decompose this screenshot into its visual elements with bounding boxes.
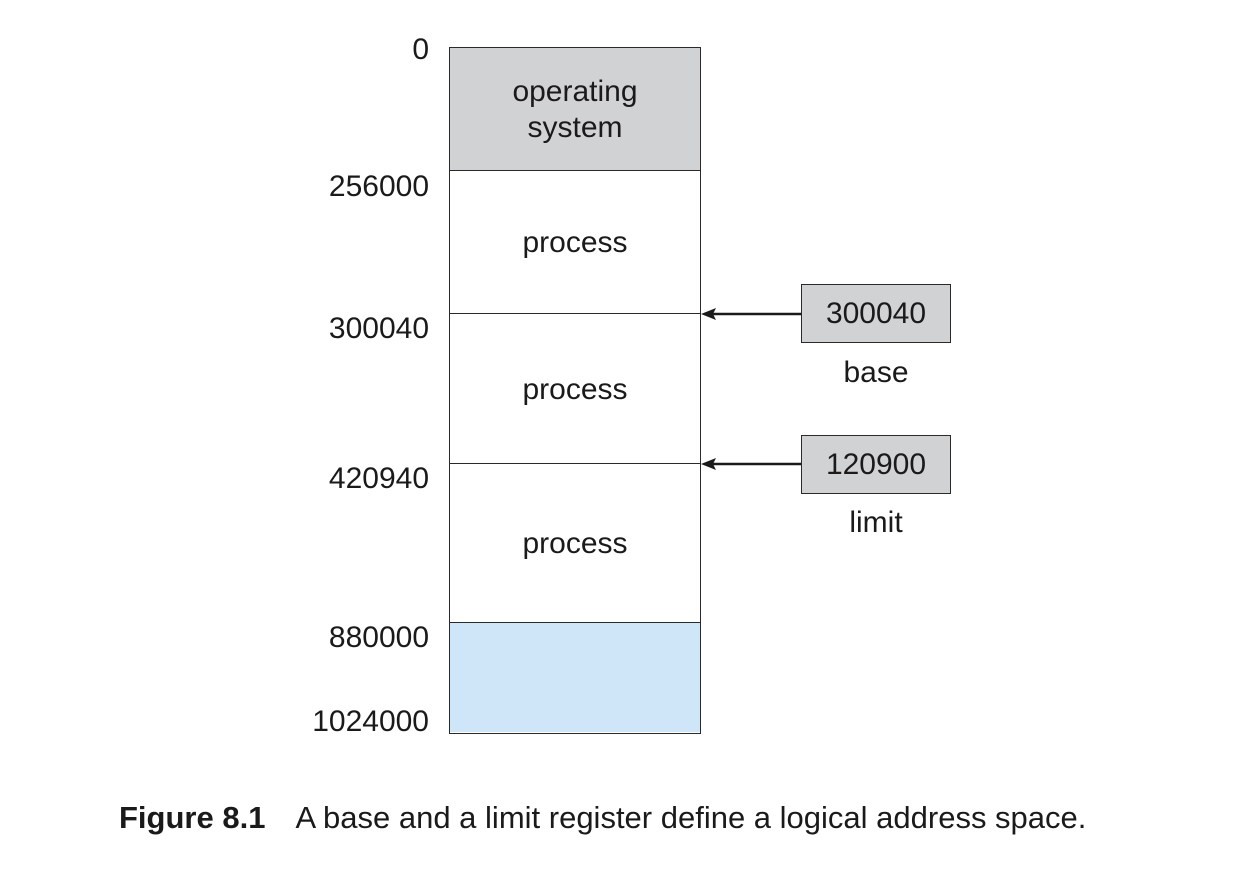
process-block-3: process	[450, 463, 700, 623]
limit-arrow	[701, 458, 801, 470]
address-label-420940: 420940	[328, 462, 429, 495]
base-register-label: base	[843, 356, 909, 389]
memory-column: operating system process process process	[449, 47, 701, 734]
limit-register-value: 120900	[825, 447, 927, 481]
address-label-256000: 256000	[328, 170, 429, 203]
address-label-1024000: 1024000	[312, 705, 429, 738]
address-label-300040: 300040	[328, 312, 429, 345]
figure-caption: Figure 8.1 A base and a limit register de…	[119, 799, 1086, 837]
process-block-1: process	[450, 170, 700, 314]
process-label-2: process	[522, 372, 628, 406]
base-arrow	[701, 308, 801, 320]
figure-number: Figure 8.1	[119, 800, 266, 835]
figure-caption-text: A base and a limit register define a log…	[295, 800, 1087, 835]
process-label-1: process	[522, 225, 628, 259]
process-block-2: process	[450, 313, 700, 465]
address-label-880000: 880000	[328, 621, 429, 654]
base-register-box: 300040	[801, 284, 951, 343]
operating-system-label: operating system	[512, 74, 638, 144]
address-label-0: 0	[412, 33, 429, 66]
process-label-3: process	[522, 526, 628, 560]
base-register-value: 300040	[825, 296, 927, 330]
limit-register-box: 120900	[801, 435, 951, 494]
operating-system-block: operating system	[450, 48, 700, 171]
limit-register-label: limit	[849, 506, 903, 539]
free-memory-block	[450, 622, 700, 732]
